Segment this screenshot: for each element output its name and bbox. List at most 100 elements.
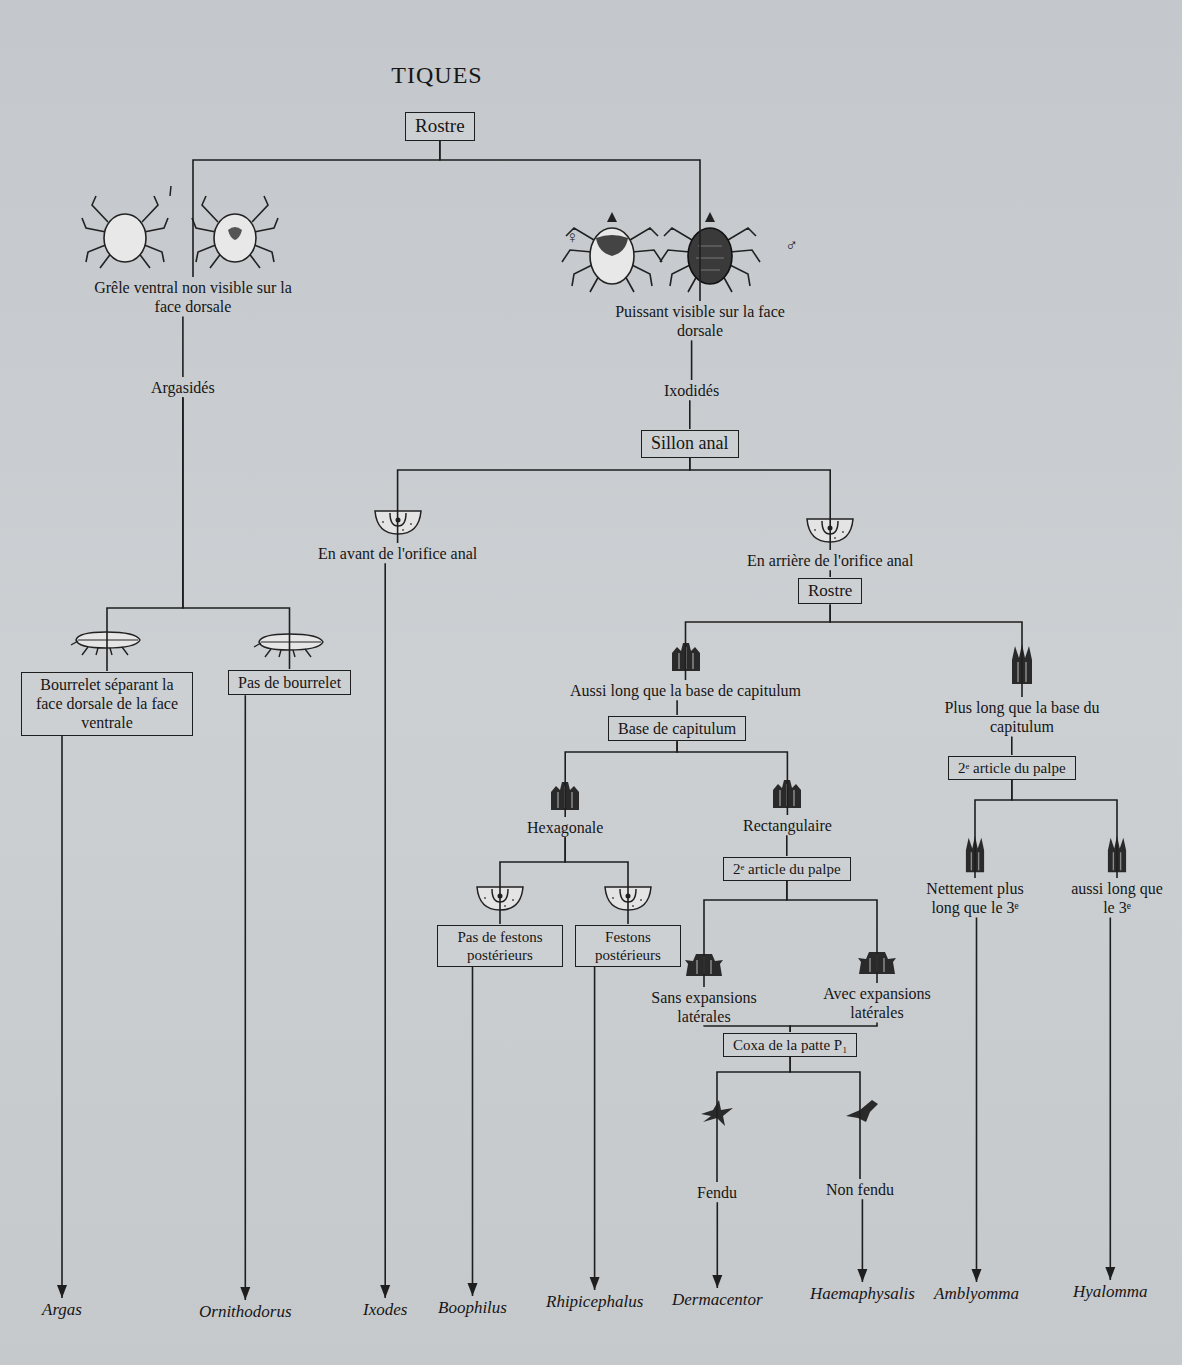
criteria-box: Sillon anal [641,430,739,458]
node-text: Ornithodorus [199,1302,292,1322]
connector-line [107,397,183,671]
connector-line [976,917,978,1282]
tree-connector [677,741,787,815]
node-text: Amblyomma [934,1284,1019,1304]
connector-line [245,695,247,1300]
tree-connector [193,141,440,277]
tree-connector [468,967,478,1296]
branch-label: aussi long que le 3ᵉ [1065,879,1169,917]
connector-line [594,967,596,1290]
arrow-head [857,1269,867,1282]
genus-name: Haemaphysalis [808,1284,917,1304]
node-text: Hexagonale [527,818,603,837]
connector-line [689,400,691,429]
tree-connector [690,458,830,550]
node-text: Non fendu [826,1180,894,1199]
node-text: Coxa de la patte P₁ [733,1036,847,1054]
connector-line [704,1026,790,1032]
tree-connector [398,458,690,543]
criteria-box: Pas de bourrelet [228,670,351,695]
branch-label: En arrière de l'orifice anal [745,551,915,570]
connector-line [565,837,628,924]
branch-label: Grêle ventral non visible sur la face do… [78,278,308,316]
connector-line [704,881,787,987]
genus-name: Ixodes [361,1300,409,1320]
tree-connector [830,604,1022,697]
branch-label: Argasidés [149,378,217,397]
tree-connector [830,570,831,577]
criteria-box: Pas de festons postérieurs [437,925,563,967]
tree-connector [790,1022,877,1032]
connector-line [829,570,831,577]
tree-connector [1105,917,1115,1280]
node-text: Dermacentor [672,1290,763,1310]
connector-line [182,316,184,377]
criteria-box: Base de capitulum [608,716,746,741]
node-text: Rectangulaire [743,816,832,835]
node-text: Festons postérieurs [585,928,671,964]
branch-label: Sans expansions latérales [624,988,784,1026]
tree-connector [686,604,831,680]
arrow-head [1105,1267,1115,1280]
tree-connector [590,967,600,1290]
arrow-head [712,1275,722,1288]
node-text: En avant de l'orifice anal [318,544,477,563]
connector-line [61,736,63,1298]
tree-connector [790,1057,860,1179]
connector-line [677,741,787,815]
arrow-head [590,1277,600,1290]
node-text: Hyalomma [1073,1282,1148,1302]
tree-connector [786,835,787,856]
branch-label: Aussi long que la base de capitulum [568,681,803,700]
node-text: 2ᵉ article du palpe [733,860,841,878]
node-text: Grêle ventral non visible sur la face do… [80,278,306,316]
tree-connector [717,1057,790,1182]
connector-line [193,141,440,277]
tree-connector [975,780,1012,878]
node-text: Rhipicephalus [546,1292,643,1312]
connector-line [565,741,677,817]
diagram-title: TIQUES [391,62,482,89]
connector-line [686,604,831,680]
criteria-box: Coxa de la patte P₁ [723,1033,857,1057]
genus-name: Argas [40,1300,84,1320]
tree-connector [857,1199,867,1282]
genus-name: Ornithodorus [197,1302,294,1322]
tree-connector [240,695,250,1300]
branch-label: Ixodidés [662,381,721,400]
connector-line [786,835,788,856]
branch-label: Non fendu [824,1180,896,1199]
tree-connector [183,397,290,669]
node-text: Sillon anal [651,433,729,455]
branch-label: Rectangulaire [741,816,834,835]
criteria-box: Rostre [405,112,475,141]
node-text: Rostre [415,115,465,138]
tree-connector [704,881,787,987]
tree-connector [182,316,183,377]
criteria-box: 2ᵉ article du palpe [723,857,851,881]
connector-line [1011,736,1013,755]
tree-connector [787,881,877,983]
node-text: Ixodes [363,1300,407,1320]
connector-line [1012,780,1117,878]
connector-line [691,340,693,380]
node-text: Pas de festons postérieurs [447,928,553,964]
arrow-head [972,1269,982,1282]
connector-line [472,967,474,1296]
node-text: Avec expansions latérales [799,984,955,1022]
connector-line [830,604,1022,697]
criteria-box: Bourrelet séparant la face dorsale de la… [21,672,193,736]
tree-connector [691,340,692,380]
tree-connector [565,837,628,924]
node-text: Plus long que la base du capitulum [924,698,1120,736]
connector-line [500,837,565,924]
criteria-box: Rostre [798,578,862,604]
node-text: Rostre [808,581,852,601]
connector-line [717,1057,790,1182]
connector-line [790,1057,860,1179]
genus-name: Amblyomma [932,1284,1021,1304]
node-text: 2ᵉ article du palpe [958,759,1066,777]
node-text: Fendu [697,1183,737,1202]
node-text: Sans expansions latérales [626,988,782,1026]
